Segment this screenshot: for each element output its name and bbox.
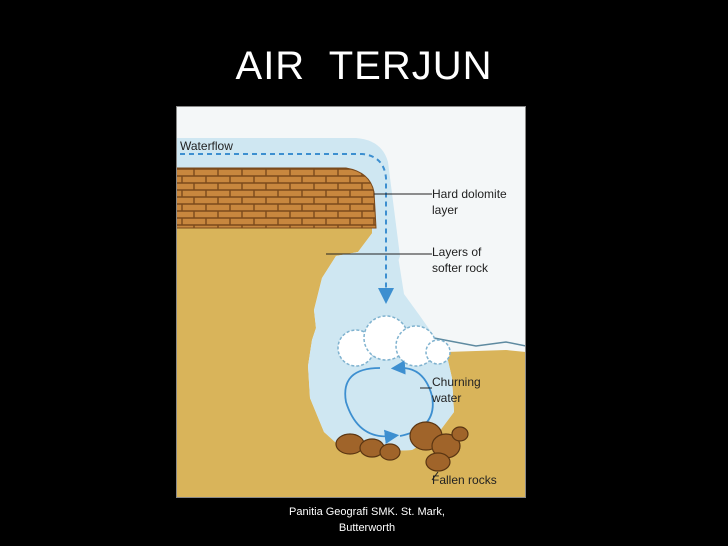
label-softer-rock: Layers of	[432, 245, 482, 259]
slide-footer: Panitia Geografi SMK. St. Mark, Butterwo…	[272, 504, 462, 536]
label-hard-dolomite-2: layer	[432, 203, 458, 217]
churning-foam	[337, 315, 451, 367]
diagram-border	[176, 106, 526, 498]
label-churning-water: Churning	[432, 375, 481, 389]
waterflow-arrow	[180, 153, 394, 304]
river-surface	[433, 337, 527, 347]
hard-dolomite-layer	[175, 167, 377, 229]
waterfall-diagram: Waterflow Hard dolomite layer Layers of …	[175, 106, 527, 498]
label-fallen-rocks: Fallen rocks	[432, 473, 497, 487]
fallen-rocks	[335, 421, 469, 472]
label-hard-dolomite: Hard dolomite	[432, 187, 507, 201]
label-softer-rock-2: softer rock	[432, 261, 489, 275]
waterfall-diagram-svg: Waterflow Hard dolomite layer Layers of …	[175, 106, 527, 498]
footer-line-1: Panitia Geografi SMK. St. Mark,	[289, 506, 445, 518]
slide-title: AIR TERJUN	[235, 44, 493, 88]
churning-arrow-left	[344, 367, 400, 444]
softer-rock-layer	[176, 228, 526, 498]
leader-lines	[326, 193, 439, 481]
label-waterflow: Waterflow	[180, 139, 233, 153]
label-churning-water-2: water	[431, 391, 461, 405]
footer-line-2: Butterworth	[338, 522, 396, 534]
